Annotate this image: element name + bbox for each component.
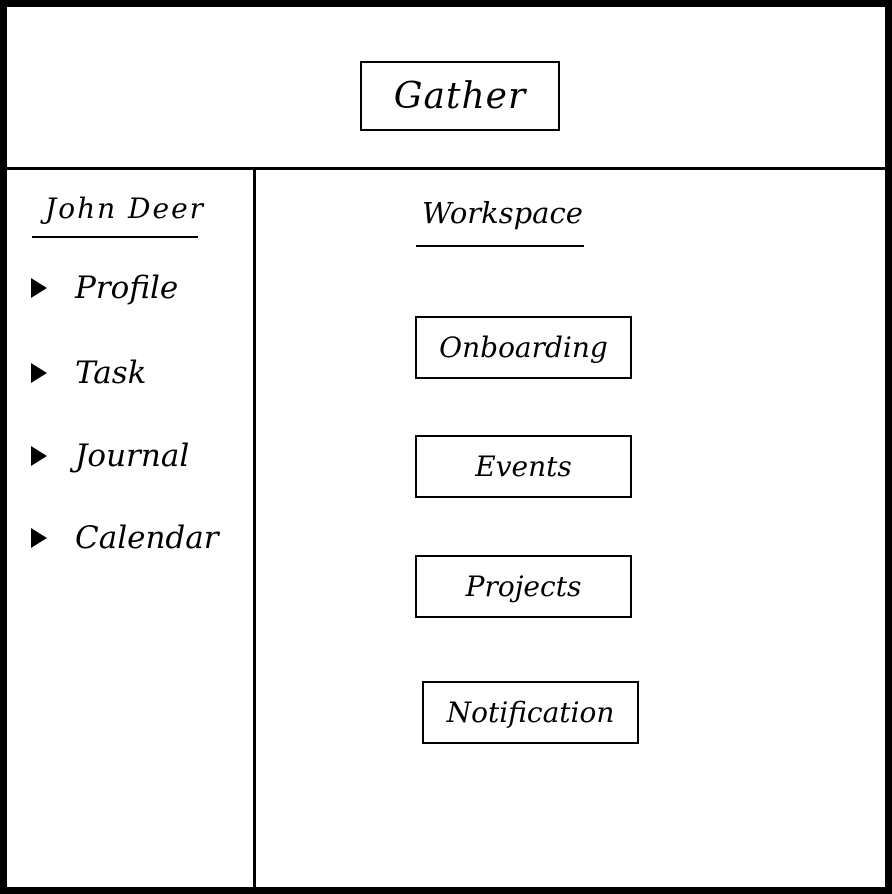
workspace-title-underline [416,245,584,247]
workspace-title: Workspace [422,196,583,230]
arrow-right-icon [31,446,47,466]
projects-button[interactable]: Projects [415,555,632,618]
sidebar-item-profile[interactable]: Profile [31,270,178,306]
header-bar: Gather [7,7,885,170]
arrow-right-icon [31,363,47,383]
app-title: Gather [360,61,560,131]
user-name-underline [32,236,198,238]
sidebar-item-label: Journal [75,438,190,474]
notification-button[interactable]: Notification [422,681,639,744]
sidebar-item-label: Profile [75,270,179,306]
sidebar-item-calendar[interactable]: Calendar [31,520,219,556]
user-name: John Deer [45,192,206,225]
onboarding-button[interactable]: Onboarding [415,316,632,379]
sidebar-item-label: Calendar [75,520,219,556]
sidebar-item-task[interactable]: Task [31,355,146,391]
workspace-panel: Workspace Onboarding Events Projects Not… [256,170,885,894]
sidebar-item-label: Task [75,355,147,391]
events-button[interactable]: Events [415,435,632,498]
arrow-right-icon [31,278,47,298]
sidebar: John Deer Profile Task Journal Calendar [7,170,256,894]
sidebar-item-journal[interactable]: Journal [31,438,189,474]
arrow-right-icon [31,528,47,548]
